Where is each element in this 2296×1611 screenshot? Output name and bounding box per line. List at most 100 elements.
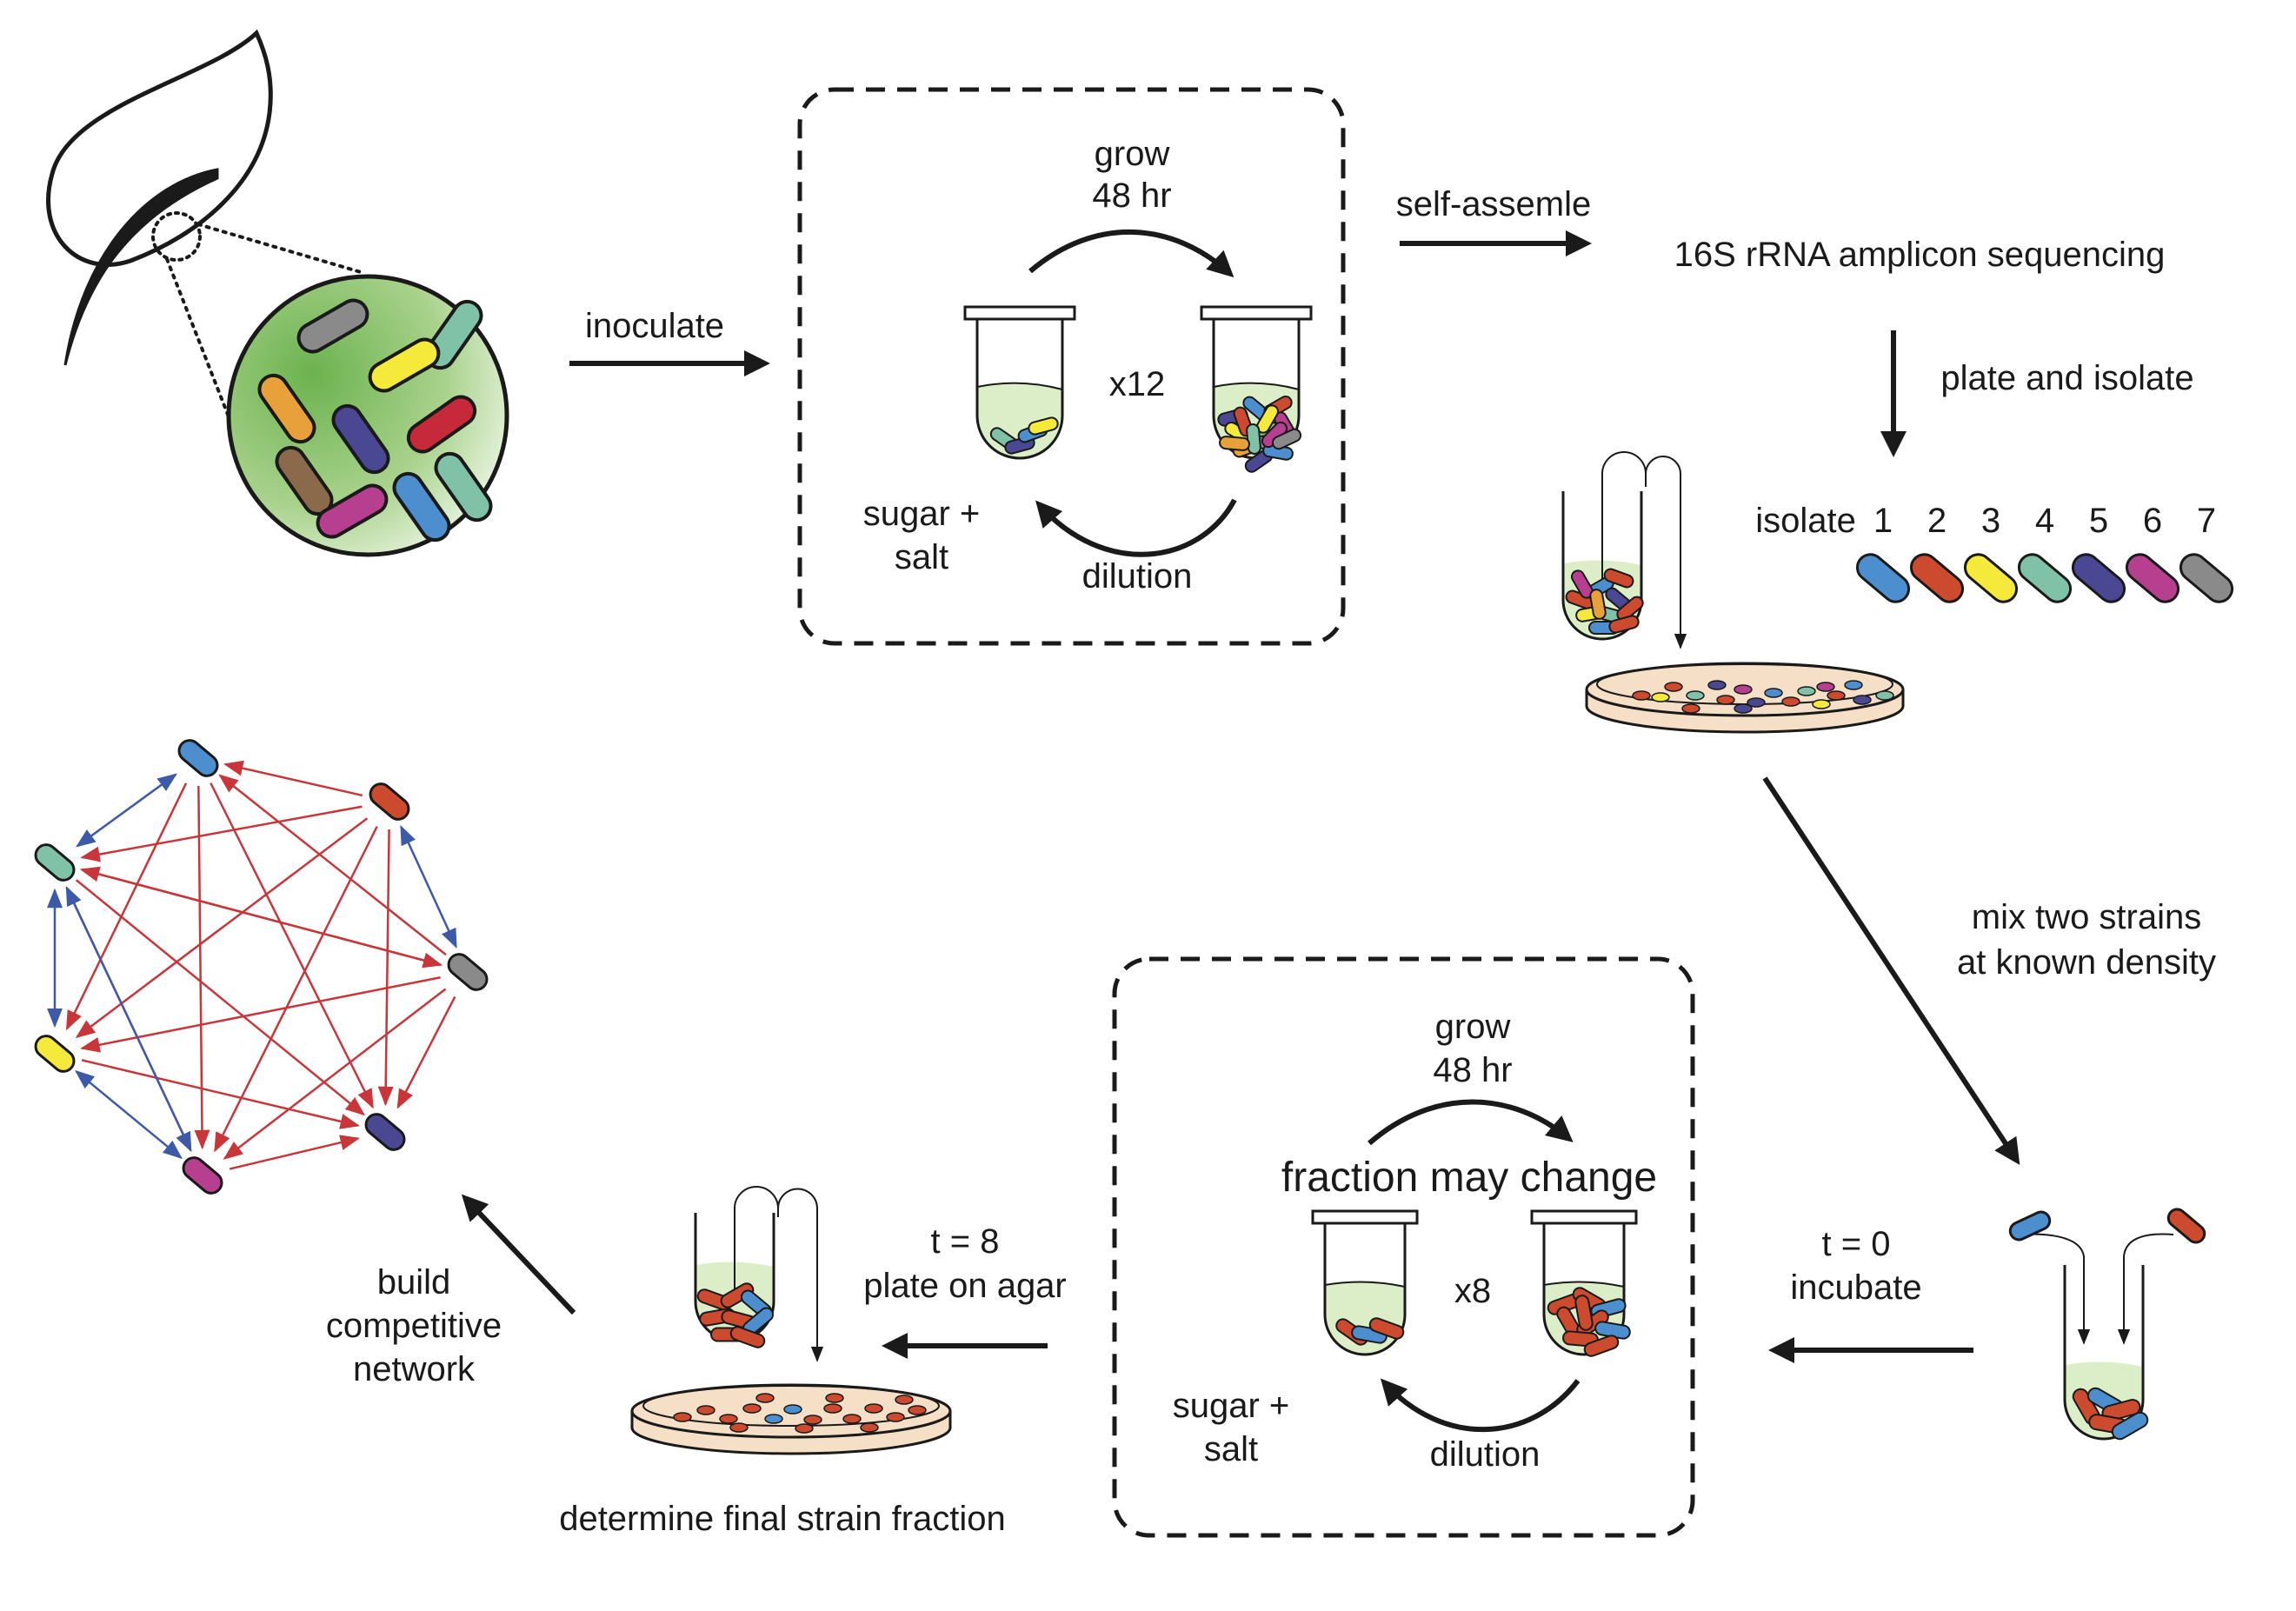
dominance-edge [81,868,443,969]
bacterium-cell [1219,436,1250,451]
colony [1844,680,1863,690]
network-node-6 [34,1035,76,1073]
mix-arrow [1762,776,2020,1166]
dominance-edge [377,829,394,1107]
fraction-label: fraction may change [1281,1155,1657,1201]
bacterium-cell [1583,1335,1620,1357]
colony [1781,696,1800,707]
magnified-bacterium [316,483,389,539]
bacterium-cell [1368,1317,1405,1340]
colony [1681,703,1700,714]
grow-label-top-2: 48 hr [1092,176,1171,215]
isolate-6-cell [2125,553,2180,603]
colony [1664,682,1683,692]
final-plate-colonies [673,1393,927,1434]
grow-label-bottom-2: 48 hr [1433,1051,1512,1089]
tube-bottom-right-bacteria [1547,1287,1631,1357]
dilution-arrow-bottom [1380,1378,1581,1433]
t0-label-2: incubate [1790,1268,1921,1307]
colony [886,1412,905,1422]
bacterium-cell [1589,589,1607,620]
magnified-bacterium [331,403,390,475]
magnified-bacterium [392,471,451,543]
isolate-number-7: 7 [2197,502,2216,540]
mix-label-2: at known density [1957,943,2216,982]
bacterium-cell [1028,416,1059,436]
network-edges [47,760,457,1170]
bacterium-cell [1271,428,1302,450]
dominance-edge [65,782,188,1031]
final-tube-bacteria [696,1282,775,1348]
final-fraction-label: determine final strain fraction [559,1500,1006,1538]
tube-top-right-bacteria [1217,396,1302,473]
colony [1853,695,1872,705]
isolate-number-3: 3 [1981,502,2000,540]
colony [755,1393,775,1403]
grow-arrow-top [1028,229,1235,278]
bacterium-cell [720,1282,755,1308]
colony [1747,697,1766,708]
colony [1816,682,1835,692]
magnified-bacterium [296,298,369,354]
colony [1716,695,1735,705]
colony [864,1403,883,1414]
dominance-edge [210,782,374,1109]
isolate-number-4: 4 [2035,502,2054,540]
sugar-label-top-1: sugar + [863,495,981,533]
leaf-illustration [46,29,273,366]
isolate-number-1: 1 [1873,502,1893,540]
magnified-bacterium [368,337,441,393]
bacterium-cell [2111,1411,2149,1441]
dominance-edge [194,785,210,1150]
sequencing-label: 16S rRNA amplicon sequencing [1674,236,2166,274]
isolation-tube-bacteria [1565,568,1644,635]
enrichment-box [797,87,1346,646]
magnify-line-left [165,257,233,425]
dominance-edge [214,826,378,1153]
colony [783,1404,802,1415]
self-assemble-label: self-assemle [1396,185,1592,223]
isolate-3-cell [1963,553,2019,603]
colony [803,1415,822,1425]
build-label-1: build [377,1263,451,1301]
colony [764,1414,783,1424]
colony [823,1403,842,1414]
mixing-bacteria [2008,1208,2206,1441]
network-node-5 [182,1156,223,1195]
colony [1632,690,1651,701]
grow-label-top-1: grow [1095,135,1170,173]
colony [860,1422,879,1433]
colony [1651,692,1670,702]
colony [1734,703,1753,714]
magnified-bacterium [257,373,316,444]
bacterium-cell [1608,615,1640,634]
coexistence-edge [76,773,177,848]
colony [1764,688,1783,698]
isolate-number-2: 2 [1927,502,1947,540]
grow-arrow-bottom [1368,1099,1574,1146]
colony [795,1423,814,1434]
coexistence-edge [400,825,457,949]
colony [1797,686,1816,696]
bacterium-cell [1616,596,1644,622]
colony [719,1414,738,1424]
dominance-edge [80,805,363,862]
isolate-label: isolate [1755,502,1856,540]
colony [1827,690,1846,701]
dilution-arrow-top [1035,498,1237,557]
isolate-number-6: 6 [2143,502,2162,540]
network-node-1 [177,739,219,777]
colony [673,1412,692,1422]
dominance-edge [218,774,447,956]
inoculate-label: inoculate [585,307,724,345]
build-network-arrow [461,1194,576,1315]
t8-label-2: plate on agar [863,1267,1067,1305]
isolation-plate-colonies [1632,680,1894,714]
colony [895,1395,914,1405]
network-node-4 [364,1113,406,1151]
dilution-label-bottom: dilution [1430,1435,1541,1474]
sugar-label-bottom-2: salt [1204,1430,1258,1468]
bacterium-cell [729,1326,766,1348]
magnify-spot [151,211,202,262]
